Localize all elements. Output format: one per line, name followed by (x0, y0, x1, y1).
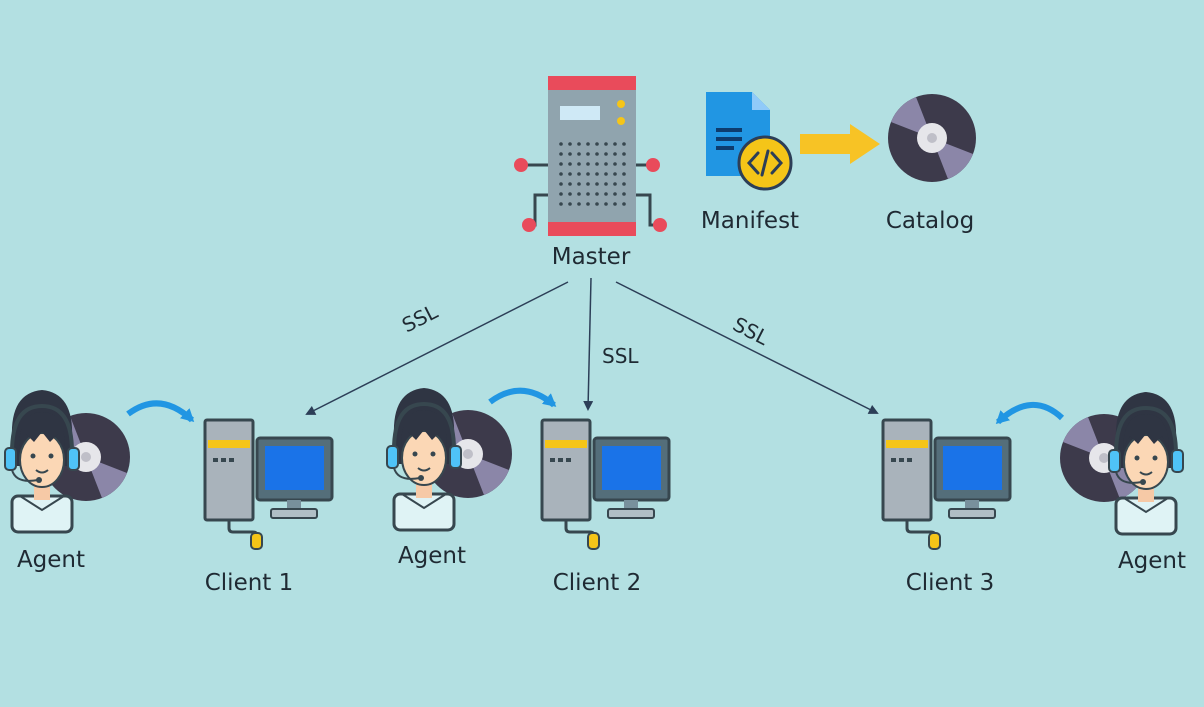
catalog-disc-icon (888, 94, 976, 182)
client-3-label: Client 3 (905, 570, 995, 596)
master-label: Master (551, 244, 631, 270)
curved-arrow-1-icon (126, 400, 195, 423)
curved-arrow-2-icon (488, 387, 557, 408)
client-2-label: Client 2 (552, 570, 642, 596)
client-1-computer-icon (203, 418, 334, 551)
client-1-label: Client 1 (204, 570, 294, 596)
agent-2-person-icon (385, 386, 463, 532)
ssl-connector-right (615, 281, 879, 414)
ssl-connector-left (305, 281, 569, 415)
master-server-icon (514, 76, 667, 236)
agent-1-person-icon (3, 388, 81, 534)
manifest-document-icon (706, 92, 793, 191)
manifest-label: Manifest (700, 208, 800, 234)
yellow-arrow-icon (800, 124, 880, 164)
catalog-label: Catalog (885, 208, 975, 234)
agent-1-label: Agent (16, 547, 86, 573)
agent-3-label: Agent (1117, 548, 1187, 574)
client-3-computer-icon (881, 418, 1012, 551)
ssl-label-middle: SSL (602, 344, 639, 368)
agent-3-person-icon (1107, 390, 1185, 536)
client-2-computer-icon (540, 418, 671, 551)
agent-2-label: Agent (397, 543, 467, 569)
curved-arrow-3-icon (995, 401, 1065, 425)
ssl-connector-middle (583, 277, 594, 411)
